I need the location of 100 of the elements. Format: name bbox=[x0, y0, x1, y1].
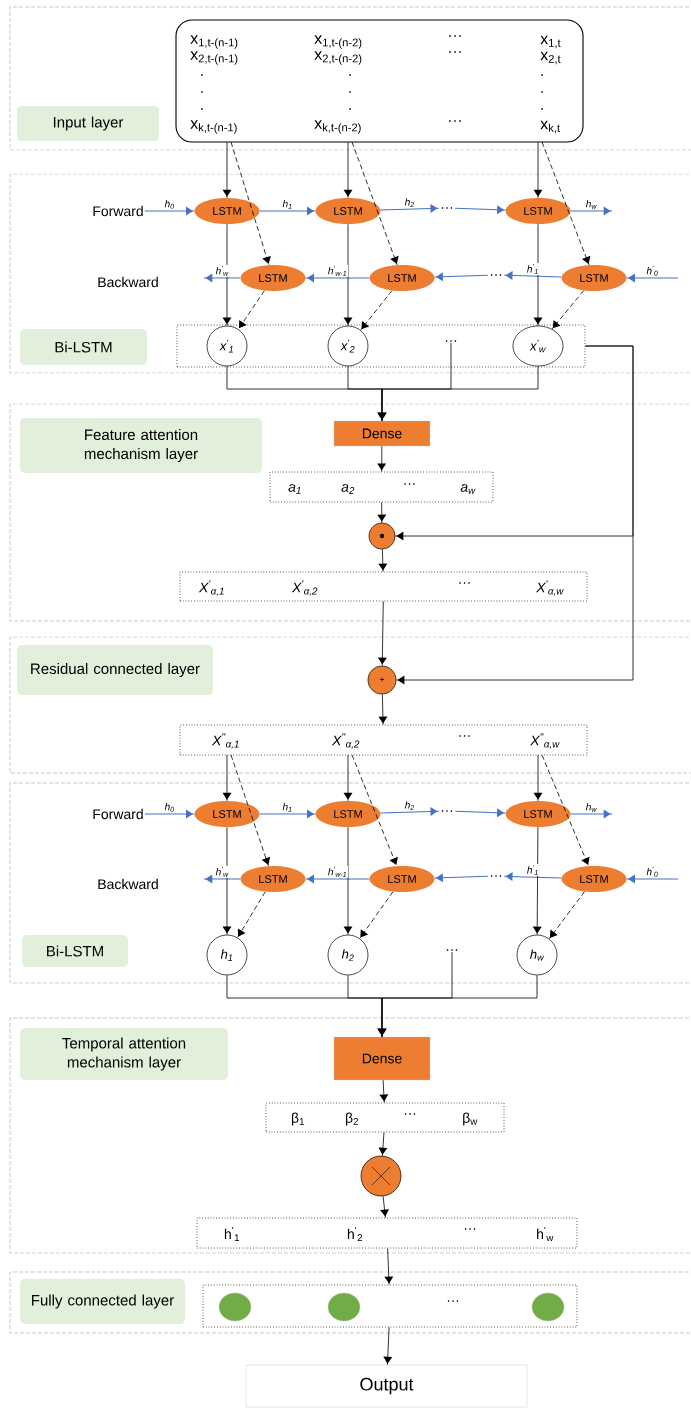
arrow bbox=[222, 826, 232, 936]
ellipsis: … bbox=[490, 274, 502, 276]
arrow bbox=[343, 223, 353, 327]
arrow bbox=[454, 808, 506, 818]
arrow bbox=[384, 1248, 394, 1285]
neuron-circle bbox=[531, 1292, 565, 1322]
edge-label: h$_{1}$ bbox=[281, 802, 294, 813]
entry: X$^{'}$α,2 bbox=[291, 580, 318, 596]
arrow bbox=[377, 974, 538, 1038]
entry: … bbox=[459, 582, 470, 584]
entry: . bbox=[201, 108, 203, 110]
arrow bbox=[379, 1079, 389, 1103]
entry: x$_{k,t-(n-1)}$ bbox=[190, 120, 237, 134]
arrow bbox=[343, 826, 353, 936]
arrow bbox=[222, 141, 232, 199]
arrow bbox=[359, 891, 394, 939]
lstm-node: LSTM bbox=[240, 265, 306, 291]
layer-label: Bi-LSTM bbox=[20, 329, 147, 365]
arrow bbox=[378, 693, 388, 725]
dotted-box bbox=[176, 324, 586, 368]
layer-label: Residual connected layer bbox=[17, 645, 213, 695]
arrow bbox=[380, 807, 440, 816]
layer-label: Bi-LSTM bbox=[22, 935, 128, 967]
entry: X$^{''}$α,2 bbox=[331, 733, 360, 749]
arrow bbox=[377, 601, 387, 667]
entry: a$_{1}$ bbox=[288, 484, 301, 494]
layer-label: Feature attention mechanism layer bbox=[20, 418, 262, 473]
lstm-node: LSTM bbox=[561, 866, 627, 892]
entry: x$_{1,t-(n-1)}$ bbox=[190, 35, 238, 49]
arrow bbox=[533, 141, 543, 199]
entry: a$_{w}$ bbox=[460, 484, 476, 494]
arrow bbox=[237, 891, 266, 938]
entry: … bbox=[464, 1228, 476, 1230]
entry: . bbox=[201, 74, 203, 76]
entry: X$^{''}$α,w bbox=[530, 733, 560, 749]
arrow bbox=[454, 205, 506, 215]
arrow bbox=[238, 290, 265, 330]
arrow bbox=[343, 141, 353, 199]
lstm-node: LSTM bbox=[240, 866, 306, 892]
lstm-node: LSTM bbox=[194, 801, 260, 827]
arrow bbox=[532, 826, 542, 936]
arrow bbox=[360, 290, 393, 331]
arrow bbox=[395, 345, 634, 685]
lstm-node: LSTM bbox=[505, 198, 571, 224]
entry: … bbox=[449, 51, 461, 53]
entry: … bbox=[449, 35, 461, 37]
vector-box bbox=[179, 571, 588, 602]
entry: … bbox=[404, 483, 415, 485]
vector-box bbox=[269, 471, 494, 503]
entry: … bbox=[459, 735, 470, 737]
output-box: Output bbox=[245, 1364, 528, 1408]
lstm-node: LSTM bbox=[315, 801, 381, 827]
entry: . bbox=[541, 108, 543, 110]
vector-box bbox=[202, 1284, 578, 1328]
arrow bbox=[503, 872, 562, 881]
arrow bbox=[377, 445, 387, 472]
arrow bbox=[203, 273, 241, 283]
entry: a$_{2}$ bbox=[341, 484, 355, 494]
entry: x$_{k,t-(n-2)}$ bbox=[314, 120, 361, 134]
operator-circle bbox=[368, 522, 396, 550]
arrow bbox=[144, 206, 195, 216]
arrow bbox=[230, 141, 271, 266]
arrow bbox=[343, 754, 353, 802]
entry: . bbox=[201, 91, 203, 93]
arrow bbox=[222, 754, 232, 802]
entry: β$_{w}$ bbox=[463, 1112, 478, 1126]
arrow bbox=[377, 365, 539, 422]
input-matrix bbox=[175, 19, 584, 143]
layer-label: Input layer bbox=[17, 106, 159, 141]
arrow bbox=[533, 754, 543, 802]
arrow bbox=[383, 1327, 393, 1366]
entry: . bbox=[349, 74, 351, 76]
entry: β$_{1}$ bbox=[291, 1112, 305, 1126]
row-label: Forward bbox=[93, 205, 143, 217]
entry: . bbox=[541, 91, 543, 93]
arrow bbox=[541, 141, 591, 266]
dense-box: Dense bbox=[333, 420, 431, 447]
row-label: Backward bbox=[98, 276, 158, 288]
entry: X$^{''}$α,1 bbox=[211, 733, 239, 749]
arrow bbox=[626, 273, 679, 283]
vector-box bbox=[179, 724, 588, 756]
arrow bbox=[548, 891, 585, 940]
arrow bbox=[203, 874, 241, 884]
edge-label: h$_{w}$ bbox=[584, 802, 598, 813]
arrow bbox=[305, 273, 370, 283]
arrow bbox=[541, 754, 590, 867]
arrow bbox=[377, 502, 387, 524]
edge-label: h$_{2}$ bbox=[403, 800, 416, 811]
vector-box bbox=[265, 1102, 505, 1133]
layer-label: Temporal attention mechanism layer bbox=[20, 1028, 228, 1080]
ellipsis: … bbox=[490, 875, 502, 877]
arrow bbox=[351, 141, 399, 266]
ellipsis: … bbox=[446, 949, 458, 951]
arrow bbox=[533, 223, 543, 327]
edge-label: h$_{1}$ bbox=[281, 199, 294, 210]
arrow bbox=[259, 206, 316, 216]
row-label: Backward bbox=[98, 878, 158, 890]
entry: X$^{'}$α,1 bbox=[198, 580, 224, 596]
lstm-node: LSTM bbox=[561, 265, 627, 291]
arrow bbox=[570, 809, 613, 819]
